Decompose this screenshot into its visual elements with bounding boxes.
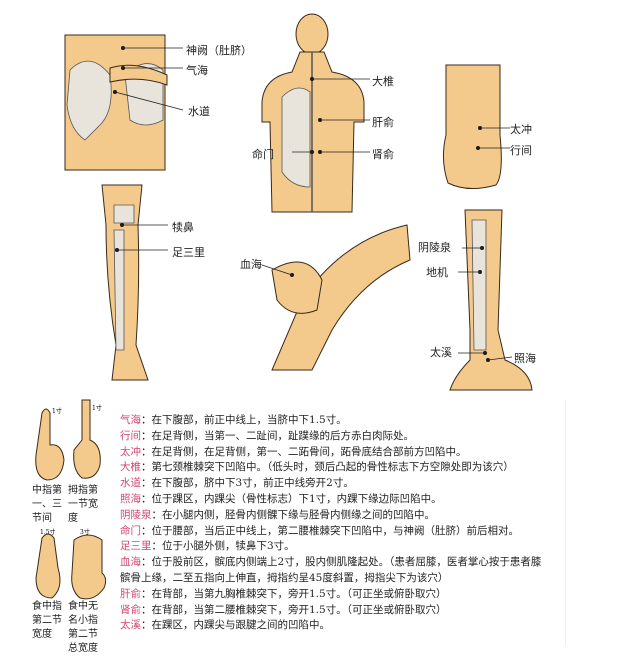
abdomen-figure — [64, 34, 184, 171]
acupoint-description: 大椎：第七颈椎棘突下凹陷中。（低头时，颈后凸起的骨性标志下方空隙处即为该穴） — [120, 460, 548, 476]
acupoint-name: 肾俞 — [120, 603, 141, 616]
acupoint-description: 太冲：在足背侧，在足背侧，第一、二跖骨间，跖骨底结合部前方凹陷中。 — [120, 445, 548, 461]
acupoint-name: 水道 — [120, 477, 141, 490]
separator: ： — [141, 429, 152, 442]
hand-measure-3: 1.5寸 — [40, 528, 56, 536]
label-zusanli: 足三里 — [172, 246, 205, 259]
acupoint-description: 肾俞：在背部，当第二腰椎棘突下，旁开1.5寸。（可正坐或俯卧取穴） — [120, 603, 548, 619]
label-shuidao: 水道 — [188, 105, 210, 118]
label-shenshu: 肾俞 — [372, 148, 394, 161]
label-xuehai: 血海 — [240, 258, 262, 271]
acupoint-location: 在小腿内侧，胫骨内侧髁下缘与胫骨内侧缘之间的凹陷中。 — [162, 508, 435, 521]
divider — [565, 400, 566, 645]
separator: ： — [151, 508, 163, 521]
acupoint-name: 血海 — [120, 556, 141, 569]
acupoint-location: 位于腰部，当后正中线上，第二腰椎棘突下凹陷中，与神阙（肚脐）前后相对。 — [151, 524, 520, 537]
separator: ： — [141, 619, 152, 632]
acupoint-description: 肝俞：在背部，当第九胸椎棘突下，旁开1.5寸。（可正坐或俯卧取穴） — [120, 587, 548, 603]
back-figure — [261, 13, 370, 213]
acupoint-description: 太溪：在踝区，内踝尖与跟腱之间的凹陷中。 — [120, 618, 548, 634]
acupoint-location: 位于小腿外侧，犊鼻下3寸。 — [162, 540, 295, 553]
acupoint-location: 在足背侧，在足背侧，第一、二跖骨间，跖骨底结合部前方凹陷中。 — [151, 445, 467, 458]
acupoint-description: 照海：位于踝区，内踝尖（骨性标志）下1寸，内踝下缘边际凹陷中。 — [120, 492, 548, 508]
label-yinlingquan: 阴陵泉 — [418, 241, 451, 254]
acupoint-description: 足三里：位于小腿外侧，犊鼻下3寸。 — [120, 539, 548, 555]
acupoint-location: 位于踝区，内踝尖（骨性标志）下1寸，内踝下缘边际凹陷中。 — [151, 492, 442, 505]
acupoint-location: 位于股前区，髌底内侧端上2寸，股内侧肌隆起处。（患者屈膝，医者掌心按于患者膝髌骨… — [120, 556, 542, 584]
separator: ： — [141, 492, 152, 505]
hand-four-fingers-icon: 3寸 — [71, 528, 107, 600]
separator: ： — [141, 477, 152, 490]
label-xingjian: 行间 — [510, 144, 532, 157]
acupoint-description: 气海：在下腹部，前正中线上，当脐中下1.5寸。 — [120, 413, 548, 429]
acupoint-description: 血海：位于股前区，髌底内侧端上2寸，股内侧肌隆起处。（患者屈膝，医者掌心按于患者… — [120, 555, 548, 587]
acupoint-location: 在踝区，内踝尖与跟腱之间的凹陷中。 — [151, 619, 331, 632]
label-taichong: 太冲 — [510, 123, 532, 136]
hand-caption-3: 食中指第二节宽度 — [32, 601, 62, 640]
front-leg-figure — [101, 184, 168, 381]
acupoint-location: 在背部，当第九胸椎棘突下，旁开1.5寸。（可正坐或俯卧取穴） — [151, 587, 447, 600]
acupoint-location: 在足背侧，当第一、二趾间，趾蹼缘的后方赤白肉际处。 — [151, 429, 415, 442]
hand-measure-2: 1寸 — [92, 404, 102, 412]
hand-measure-4: 3寸 — [80, 528, 90, 536]
hand-thumb-icon: 1寸 — [73, 399, 102, 479]
acupoint-location: 在下腹部，脐中下3寸，前正中线旁开2寸。 — [151, 477, 354, 490]
separator: ： — [141, 587, 152, 600]
separator: ： — [141, 414, 152, 426]
label-dubi: 犊鼻 — [172, 221, 194, 234]
inner-leg-figure — [449, 209, 533, 391]
acupoint-location: 在下腹部，前正中线上，当脐中下1.5寸。 — [151, 414, 347, 426]
separator: ： — [151, 540, 163, 553]
separator: ： — [141, 445, 152, 458]
acupoint-name: 足三里 — [120, 540, 152, 553]
hand-two-fingers-icon: 1.5寸 — [35, 528, 61, 599]
label-dazhui: 大椎 — [372, 75, 394, 88]
hand-caption-2: 拇指第一节宽度 — [68, 485, 98, 524]
acupoint-description: 行间：在足背侧，当第一、二趾间，趾蹼缘的后方赤白肉际处。 — [120, 429, 548, 445]
separator: ： — [141, 603, 152, 616]
acupoint-name: 阴陵泉 — [120, 508, 152, 521]
acupoint-description: 阴陵泉：在小腿内侧，胫骨内侧髁下缘与胫骨内侧缘之间的凹陷中。 — [120, 508, 548, 524]
label-qihai: 气海 — [186, 64, 208, 77]
label-mingmen: 命门 — [252, 148, 274, 161]
acupoint-description: 命门：位于腰部，当后正中线上，第二腰椎棘突下凹陷中，与神阙（肚脐）前后相对。 — [120, 524, 548, 540]
acupoint-name: 命门 — [120, 524, 141, 537]
hand-caption-1: 中指第一、三节间 — [32, 485, 62, 524]
acupoint-description-list: 气海：在下腹部，前正中线上，当脐中下1.5寸。行间：在足背侧，当第一、二趾间，趾… — [120, 413, 548, 634]
separator: ： — [141, 461, 152, 474]
hand-middle-finger-icon: 1寸 — [35, 407, 65, 481]
knee-figure — [261, 224, 411, 371]
acupoint-name: 行间 — [120, 429, 141, 442]
separator: ： — [141, 524, 152, 537]
acupoint-name: 肝俞 — [120, 587, 141, 600]
label-zhaohai: 照海 — [514, 352, 536, 365]
label-shenque: 神阙（肚脐） — [186, 44, 252, 57]
acupoint-name: 大椎 — [120, 461, 141, 474]
acupoint-name: 太溪 — [120, 619, 141, 632]
acupoint-location: 在背部，当第二腰椎棘突下，旁开1.5寸。（可正坐或俯卧取穴） — [151, 603, 447, 616]
hand-caption-4: 食中无名小指第二节总宽度 — [68, 601, 98, 654]
foot-figure — [442, 64, 510, 189]
label-ganshu: 肝俞 — [372, 116, 394, 129]
acupoint-description: 水道：在下腹部，脐中下3寸，前正中线旁开2寸。 — [120, 476, 548, 492]
acupoint-location: 第七颈椎棘突下凹陷中。（低头时，颈后凸起的骨性标志下方空隙处即为该穴） — [151, 461, 514, 474]
acupoint-name: 气海 — [120, 414, 141, 426]
label-diji: 地机 — [426, 266, 448, 279]
acupoint-name: 照海 — [120, 492, 141, 505]
label-taixi: 太溪 — [430, 346, 452, 359]
hand-measure-1: 1寸 — [52, 407, 62, 415]
separator: ： — [141, 556, 152, 569]
acupoint-name: 太冲 — [120, 445, 141, 458]
